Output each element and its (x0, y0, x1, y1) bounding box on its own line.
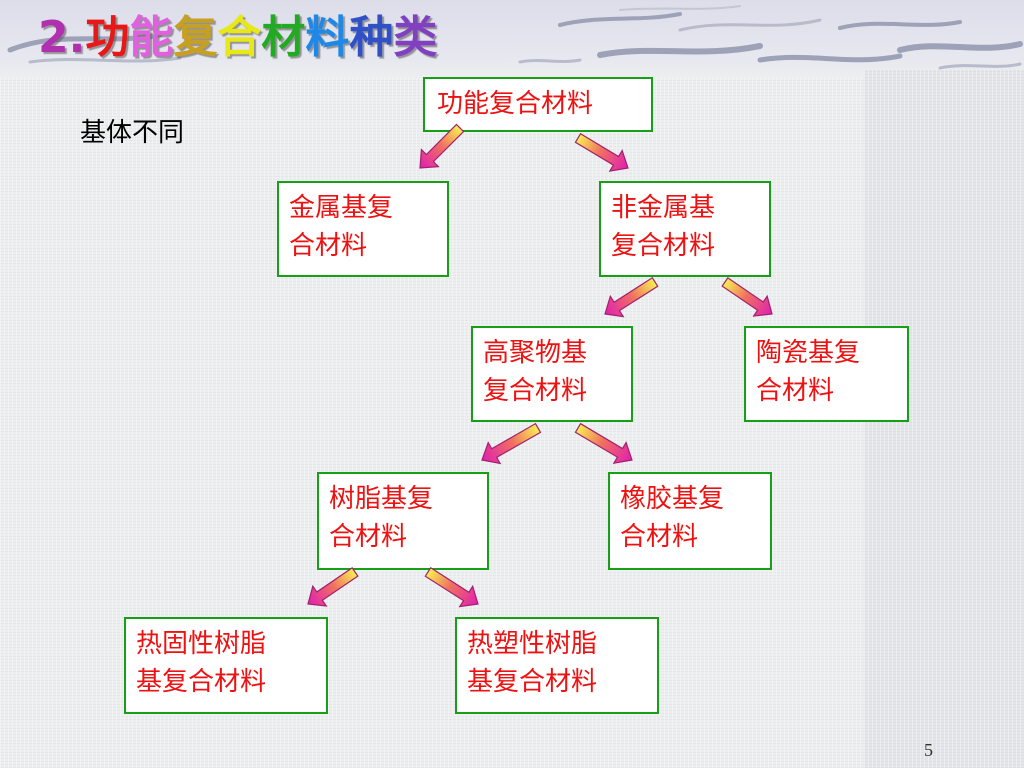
title-char: 合 (217, 12, 262, 63)
page-number: 5 (924, 740, 933, 760)
node-text-line: 合材料 (620, 522, 699, 552)
node-ceramic-matrix: 陶瓷基复 合材料 (744, 326, 909, 422)
slide-subtitle: 基体不同 (80, 118, 185, 148)
node-text-line: 合材料 (756, 376, 835, 406)
node-text-line: 合材料 (289, 231, 368, 261)
title-char: 材 (261, 12, 306, 63)
node-text-line: 金属基复 (289, 193, 394, 223)
node-thermoset-resin: 热固性树脂 基复合材料 (124, 617, 328, 714)
title-char: 复 (173, 12, 218, 63)
gradient-arrow-icon (721, 277, 773, 317)
gradient-arrow-icon (604, 276, 659, 318)
node-text-line: 基复合材料 (136, 667, 267, 697)
node-polymer-matrix: 高聚物基 复合材料 (471, 326, 633, 422)
node-text-line: 橡胶基复 (620, 484, 725, 514)
gradient-arrow-icon (481, 422, 542, 465)
header-band (0, 0, 1024, 78)
title-char: 2. (38, 12, 86, 63)
title-char: 种 (349, 12, 394, 63)
title-char: 料 (305, 12, 350, 63)
node-text-line: 陶瓷基复 (756, 338, 861, 368)
node-functional-composite: 功能复合材料 (423, 77, 653, 132)
title-char: 类 (393, 12, 438, 63)
node-text-line: 非金属基 (611, 193, 716, 223)
title-char: 能 (129, 12, 174, 63)
node-nonmetal-matrix: 非金属基 复合材料 (599, 181, 771, 277)
node-rubber-matrix: 橡胶基复 合材料 (608, 472, 772, 570)
node-text-line: 高聚物基 (483, 338, 588, 368)
gradient-arrow-icon (574, 132, 629, 172)
gradient-arrow-icon (574, 422, 633, 465)
node-text-line: 复合材料 (611, 231, 716, 261)
node-text-line: 热塑性树脂 (467, 629, 598, 659)
node-resin-matrix: 树脂基复 合材料 (317, 472, 489, 570)
node-text-line: 基复合材料 (467, 667, 598, 697)
node-text-line: 树脂基复 (329, 484, 434, 514)
node-text-line: 合材料 (329, 522, 408, 552)
header-swirl-decoration (7, 5, 1023, 70)
node-text-line: 热固性树脂 (136, 629, 267, 659)
node-thermoplastic-resin: 热塑性树脂 基复合材料 (455, 617, 659, 714)
node-text-line: 功能复合材料 (437, 89, 594, 119)
title-char: 功 (85, 12, 130, 63)
node-metal-matrix: 金属基复 合材料 (277, 181, 449, 277)
slide-title: 2.功能复合材料种类 (38, 8, 437, 68)
node-text-line: 复合材料 (483, 376, 588, 406)
